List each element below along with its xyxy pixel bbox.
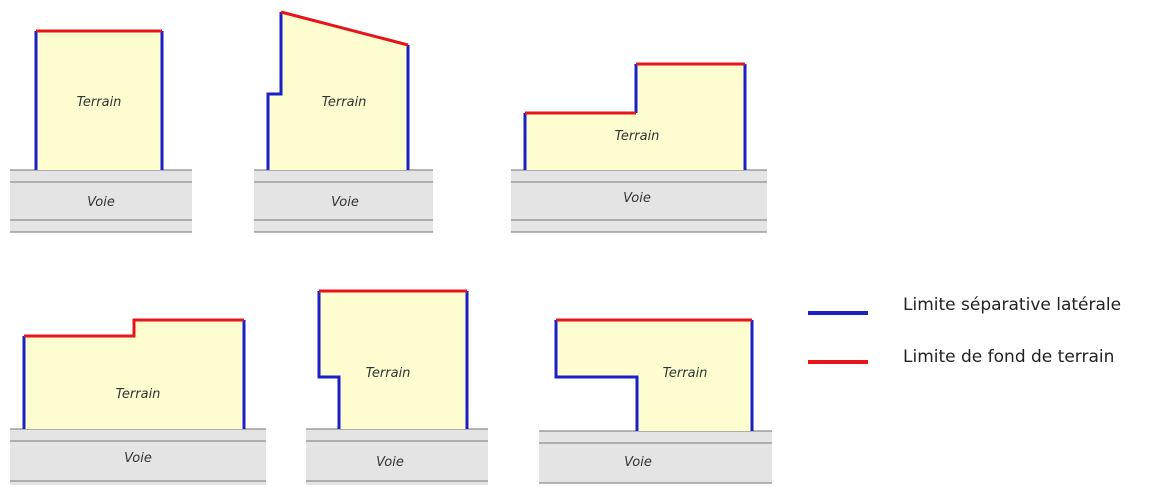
road-label: Voie bbox=[623, 191, 651, 206]
lot-diagram-step-up-right: Terrain Voie bbox=[511, 62, 767, 233]
lot-diagram-sloped-back: Terrain Voie bbox=[254, 10, 433, 233]
road bbox=[10, 170, 192, 232]
lateral-boundary-line bbox=[317, 291, 341, 429]
road-label: Voie bbox=[331, 195, 359, 210]
back-boundary-line bbox=[280, 10, 409, 47]
legend-lateral-label: Limite séparative latérale bbox=[903, 295, 1121, 315]
terrain-label: Terrain bbox=[116, 387, 161, 402]
terrain-label: Terrain bbox=[77, 95, 122, 110]
road bbox=[254, 170, 433, 232]
road bbox=[511, 170, 767, 232]
legend-back-label: Limite de fond de terrain bbox=[903, 347, 1114, 367]
lot-diagram-notch-bottom-left: Terrain Voie bbox=[306, 289, 488, 485]
road bbox=[10, 429, 266, 485]
terrain-area bbox=[525, 64, 745, 170]
road-label: Voie bbox=[87, 195, 115, 210]
legend: Limite séparative latérale Limite de fon… bbox=[808, 295, 1121, 367]
road bbox=[539, 431, 772, 483]
terrain-label: Terrain bbox=[663, 366, 708, 381]
lot-diagram-rectangle: Terrain Voie bbox=[10, 29, 192, 233]
back-boundary-line bbox=[24, 318, 244, 338]
terrain-area bbox=[36, 31, 162, 170]
terrain-area bbox=[556, 320, 752, 431]
road-label: Voie bbox=[124, 451, 152, 466]
lot-diagram-small-step-right: Terrain Voie bbox=[10, 318, 266, 485]
road-label: Voie bbox=[376, 455, 404, 470]
lateral-boundary-line bbox=[554, 320, 639, 431]
terrain-area bbox=[24, 320, 244, 429]
lot-diagram-flag-lot: Terrain Voie bbox=[539, 318, 772, 484]
road bbox=[306, 429, 488, 485]
lateral-boundary-line bbox=[266, 12, 283, 170]
terrain-label: Terrain bbox=[366, 366, 411, 381]
terrain-area bbox=[319, 291, 467, 429]
road-label: Voie bbox=[624, 455, 652, 470]
terrain-label: Terrain bbox=[615, 129, 660, 144]
terrain-area bbox=[268, 12, 408, 170]
terrain-label: Terrain bbox=[322, 95, 367, 110]
